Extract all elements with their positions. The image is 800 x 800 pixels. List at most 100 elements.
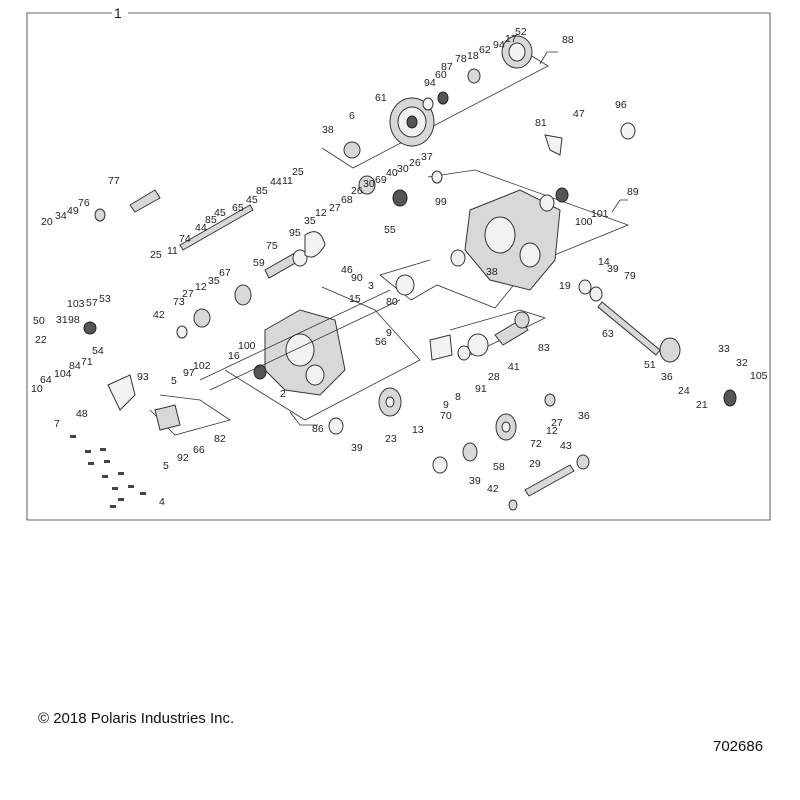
bracket-81 (544, 134, 563, 156)
shaft-axis-lines (199, 289, 401, 391)
callout-2: 2 (280, 388, 286, 400)
callout-85: 85 (256, 185, 268, 197)
callout-20: 20 (41, 216, 53, 228)
callout-38: 38 (322, 124, 334, 136)
callout-47: 47 (573, 108, 585, 120)
seal-79 (589, 286, 603, 302)
callout-31: 31 (56, 314, 68, 326)
callout-30: 30 (397, 163, 409, 175)
callout-85: 85 (205, 214, 217, 226)
callout-104: 104 (54, 368, 72, 380)
callout-54: 54 (92, 345, 104, 357)
callout-57: 57 (86, 297, 98, 309)
callout-45: 45 (246, 194, 258, 206)
ring-gear-61 (389, 97, 435, 147)
callout-82: 82 (214, 433, 226, 445)
callout-100: 100 (575, 216, 593, 228)
callout-56: 56 (375, 336, 387, 348)
callout-24: 24 (678, 385, 690, 397)
oring-28 (457, 345, 471, 361)
bracket-93 (107, 374, 136, 411)
callout-12: 12 (315, 207, 327, 219)
gear-58 (462, 442, 478, 462)
callout-77: 77 (108, 175, 120, 187)
callout-39: 39 (351, 442, 363, 454)
callout-99: 99 (435, 196, 447, 208)
callout-94: 94 (493, 39, 505, 51)
callout-25: 25 (292, 166, 304, 178)
cover-91 (429, 334, 453, 361)
callout-51: 51 (644, 359, 656, 371)
bearing-42-low (508, 499, 518, 511)
callout-35: 35 (208, 275, 220, 287)
seal-101 (555, 187, 569, 203)
callout-74: 74 (179, 233, 191, 245)
bearing-62 (467, 68, 481, 84)
callout-91: 91 (475, 383, 487, 395)
callout-53: 53 (99, 293, 111, 305)
callout-19: 19 (559, 280, 571, 292)
callout-29: 29 (529, 458, 541, 470)
callout-81: 81 (535, 117, 547, 129)
callout-98: 98 (68, 314, 80, 326)
shim-94 (422, 97, 434, 111)
callout-61: 61 (375, 92, 387, 104)
callout-80: 80 (386, 296, 398, 308)
bolt-set-4 (70, 435, 146, 508)
callout-34: 34 (55, 210, 67, 222)
bearing-42 (176, 325, 188, 339)
callout-41: 41 (508, 361, 520, 373)
callout-10: 10 (31, 383, 43, 395)
seal-100-lower (253, 364, 267, 380)
callout-93: 93 (137, 371, 149, 383)
callout-88: 88 (562, 34, 574, 46)
gear-72 (495, 413, 517, 441)
callout-8: 8 (455, 391, 461, 403)
callout-25: 25 (150, 249, 162, 261)
callout-11: 11 (167, 245, 178, 257)
bearing-60 (437, 91, 449, 105)
callout-101: 101 (591, 208, 609, 220)
callout-26: 26 (351, 185, 363, 197)
group-bracket-86 (224, 286, 421, 426)
callout-5: 5 (163, 460, 169, 472)
bearing-37 (431, 170, 443, 184)
callout-7: 7 (54, 418, 60, 430)
callout-36: 36 (578, 410, 590, 422)
callout-21: 21 (696, 399, 708, 411)
callout-11: 11 (282, 175, 293, 187)
output-shaft-63 (597, 301, 681, 363)
callout-48: 48 (76, 408, 88, 420)
seal-38 (343, 141, 361, 159)
callout-97: 97 (183, 367, 195, 379)
callout-75: 75 (266, 240, 278, 252)
gearcase-86 (264, 309, 346, 396)
shaft-29 (524, 464, 575, 497)
callout-28: 28 (488, 371, 500, 383)
callout-42: 42 (487, 483, 499, 495)
callout-17: 17 (505, 33, 517, 45)
callout-84: 84 (69, 360, 81, 372)
assembly-label: 1 (114, 5, 122, 21)
callout-71: 71 (81, 356, 93, 368)
callout-69: 69 (375, 174, 387, 186)
callout-103: 103 (67, 298, 85, 310)
callout-33: 33 (718, 343, 730, 355)
gear-67 (234, 284, 252, 306)
callout-4: 4 (159, 496, 165, 508)
chain-95 (304, 231, 326, 258)
diagram-frame (26, 12, 771, 521)
callout-73: 73 (173, 296, 185, 308)
callout-43: 43 (560, 440, 572, 452)
callout-18: 18 (467, 50, 479, 62)
callout-72: 72 (530, 438, 542, 450)
callout-15: 15 (349, 293, 361, 305)
callout-66: 66 (193, 444, 205, 456)
group-bracket-88 (321, 49, 558, 169)
bearing-39-low (432, 456, 448, 474)
differential-housing-52 (501, 35, 533, 69)
callout-42: 42 (153, 309, 165, 321)
copyright-notice: © 2018 Polaris Industries Inc. (38, 710, 235, 727)
callout-63: 63 (602, 328, 614, 340)
